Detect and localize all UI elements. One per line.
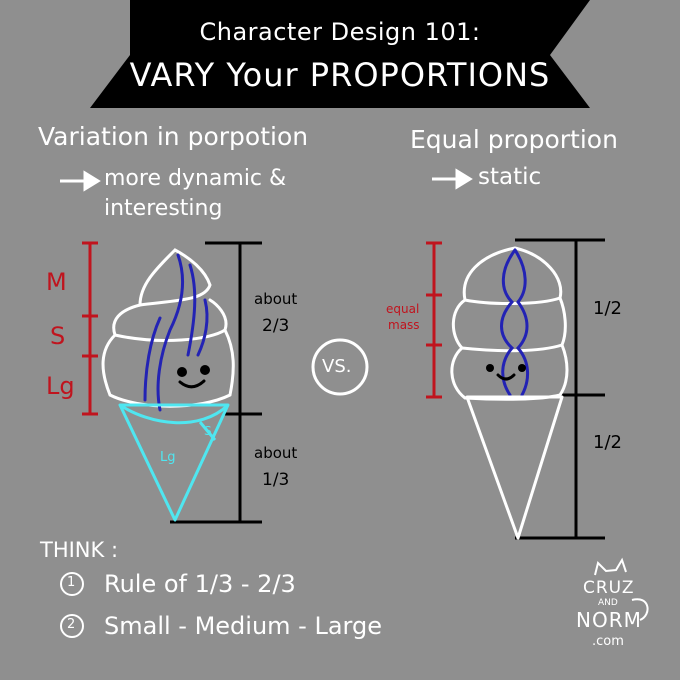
- measure-bottom-label-1: about: [254, 444, 298, 462]
- right-arrow-icon: [432, 168, 473, 190]
- left-swirl-lines: [143, 253, 209, 412]
- banner: [90, 0, 590, 108]
- think-title: THINK :: [40, 538, 119, 562]
- left-face: [177, 365, 210, 389]
- right-ice-cream: [450, 246, 569, 401]
- mass-label: mass: [388, 318, 420, 332]
- cone-label-lg: Lg: [160, 450, 176, 465]
- equal-label: equal: [386, 302, 420, 316]
- right-black-measure: [515, 238, 605, 540]
- half-top-label: 1/2: [593, 298, 622, 319]
- think-item-2: Small - Medium - Large: [104, 612, 382, 640]
- right-swirl-lines: [500, 248, 529, 397]
- vs-label: VS.: [322, 356, 352, 377]
- label-lg: Lg: [46, 372, 75, 400]
- vs-circle: [311, 338, 369, 396]
- right-face: [486, 364, 526, 381]
- measure-top-label-1: about: [254, 290, 298, 308]
- label-s: S: [50, 322, 66, 350]
- right-heading: Equal proportion: [410, 125, 618, 154]
- label-m: M: [46, 268, 67, 296]
- item1-number: 1: [67, 575, 76, 590]
- logo-line4: .com: [592, 634, 624, 649]
- item2-number: 2: [67, 617, 76, 632]
- logo-line2: AND: [598, 598, 618, 608]
- right-cone: [465, 395, 564, 540]
- logo-cat-icon: [594, 557, 649, 621]
- think-item-1: Rule of 1/3 - 2/3: [104, 570, 296, 598]
- left-arrow-text: more dynamic &: [104, 166, 287, 191]
- left-arrow-icon: [60, 170, 101, 192]
- banner-title-line2: VARY Your PROPORTIONS: [129, 56, 551, 94]
- left-arrow-text-2: interesting: [104, 196, 223, 221]
- measure-bottom-label-2: 1/3: [262, 470, 290, 490]
- left-ice-cream: [101, 248, 235, 408]
- logo-line3: NORM: [576, 608, 642, 632]
- left-black-measure: [170, 241, 262, 524]
- measure-top-label-2: 2/3: [262, 316, 290, 336]
- banner-title-line1: Character Design 101:: [199, 18, 481, 46]
- logo-line1: CRUZ: [583, 578, 635, 598]
- half-bottom-label: 1/2: [593, 432, 622, 453]
- left-heading: Variation in porpotion: [38, 122, 309, 151]
- number-circle-1: [60, 572, 84, 596]
- left-red-bracket: [82, 241, 98, 416]
- cone-label-s: S: [204, 424, 212, 438]
- left-cone: [118, 403, 230, 522]
- number-circle-2: [60, 614, 84, 638]
- right-red-bracket: [426, 241, 442, 399]
- right-arrow-text: static: [478, 164, 542, 190]
